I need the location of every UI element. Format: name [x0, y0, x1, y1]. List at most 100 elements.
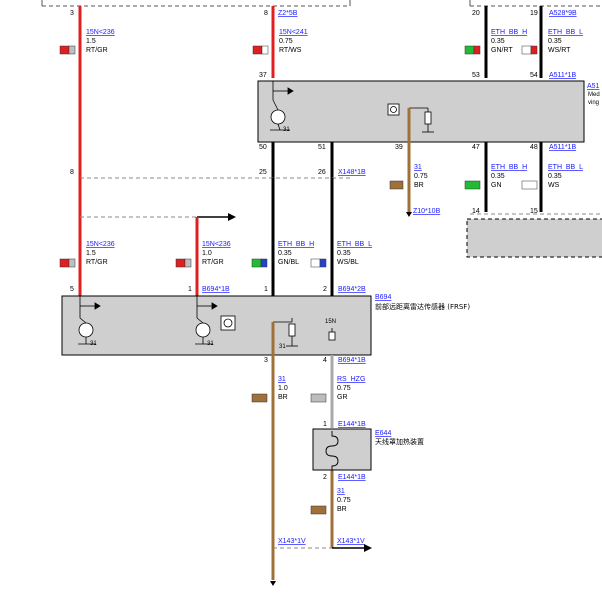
wire-9-color: GN/BL — [278, 259, 299, 266]
wire-13-id[interactable]: 31 — [337, 488, 345, 495]
color-swatch-ws — [521, 180, 538, 190]
b694-pin-1a: 1 — [188, 286, 192, 293]
e644-module-box — [312, 428, 372, 471]
a511-pin-48: 48 — [530, 144, 538, 151]
a511-pin-53: 53 — [472, 72, 480, 79]
wire-5-size: 0.35 — [491, 173, 505, 180]
gnd-31-a511: 31 — [283, 127, 290, 133]
wire-3-color: GN/RT — [491, 47, 513, 54]
wire-6-color: WS — [548, 182, 560, 189]
conn-z2-5b[interactable]: Z2*5B — [278, 10, 298, 17]
top-pin-19: 19 — [530, 10, 538, 17]
wire-31a-size: 0.75 — [414, 173, 428, 180]
b694-id[interactable]: B694 — [375, 294, 391, 301]
color-swatch-rt-gr-2 — [59, 258, 76, 268]
x148-pin-26: 26 — [318, 169, 326, 176]
a511-name-a[interactable]: A51 — [587, 83, 600, 90]
conn-a528-9b[interactable]: A528*9B — [549, 10, 577, 17]
a511-pin-51: 51 — [318, 144, 326, 151]
color-swatch-gn-rt — [464, 45, 481, 55]
a511-ic-icon — [387, 103, 400, 116]
b694-15n-label: 15N — [325, 319, 336, 325]
gnd-31-b694-b: 31 — [207, 341, 214, 347]
gnd-31-b694-a: 31 — [90, 341, 97, 347]
ground-terminal-bottom — [270, 581, 276, 586]
conn-x143-1v-b[interactable]: X143*1V — [337, 538, 365, 545]
a511-pin-39: 39 — [395, 144, 403, 151]
a511-conn-bottom[interactable]: A511*1B — [549, 144, 576, 151]
top-pin-20: 20 — [472, 10, 480, 17]
wire-5-id[interactable]: ETH_BB_H — [491, 164, 527, 171]
pin-15: 15 — [530, 208, 538, 215]
a511-pin-50: 50 — [259, 144, 267, 151]
wire-5-color: GN — [491, 182, 502, 189]
wire-7-color: RT/GR — [86, 259, 108, 266]
color-swatch-rt-gr-3 — [175, 258, 192, 268]
b694-internal-left — [78, 296, 218, 345]
wire-6-id[interactable]: ETH_BB_L — [548, 164, 583, 171]
e644-conn-bottom[interactable]: E144*1B — [338, 474, 366, 481]
a511-conn-top[interactable]: A511*1B — [549, 72, 576, 79]
e644-id[interactable]: E644 — [375, 430, 391, 437]
wire-12-id[interactable]: RS_HZG — [337, 376, 365, 383]
wire-31a-id[interactable]: 31 — [414, 164, 422, 171]
top-boundary — [41, 0, 602, 7]
color-swatch-gn-bl — [251, 258, 268, 268]
wire-13-color: BR — [337, 506, 347, 513]
b694-pin-1b: 1 — [264, 286, 268, 293]
wire-8-id[interactable]: 15N<236 — [202, 241, 231, 248]
b694-pin-3: 3 — [264, 357, 268, 364]
module-right-dashed-box — [466, 218, 602, 258]
wire-1-size: 1.5 — [86, 38, 96, 45]
b694-ic-icon — [220, 315, 236, 331]
e644-pin-1: 1 — [323, 421, 327, 428]
wire-3-id[interactable]: ETH_BB_H — [491, 29, 527, 36]
color-swatch-ws-rt — [521, 45, 538, 55]
wire-4-size: 0.35 — [548, 38, 562, 45]
a511-pin-54: 54 — [530, 72, 538, 79]
wire-9-id[interactable]: ETH_BB_H — [278, 241, 314, 248]
wire-2-id[interactable]: 15N<241 — [279, 29, 308, 36]
wire-7-id[interactable]: 15N<236 — [86, 241, 115, 248]
a511-name-b: Med — [588, 92, 600, 98]
wire-10-id[interactable]: ETH_BB_L — [337, 241, 372, 248]
wire-13-size: 0.75 — [337, 497, 351, 504]
a511-pin-47: 47 — [472, 144, 480, 151]
b694-conn-1b[interactable]: B694*1B — [202, 286, 230, 293]
b694-name: 前部远距离雷达传感器 (FRSF) — [375, 302, 470, 311]
color-swatch-rt-gr-1 — [59, 45, 76, 55]
conn-x143-1v-a[interactable]: X143*1V — [278, 538, 306, 545]
top-pin-3: 3 — [70, 10, 74, 17]
wire-2-size: 0.75 — [279, 38, 293, 45]
top-pin-8: 8 — [264, 10, 268, 17]
x148-pin-25: 25 — [259, 169, 267, 176]
wire-10-color: WS/BL — [337, 259, 359, 266]
e644-conn-top[interactable]: E144*1B — [338, 421, 366, 428]
b694-pin-2: 2 — [323, 286, 327, 293]
color-swatch-ws-bl — [310, 258, 327, 268]
wire-11-size: 1.0 — [278, 385, 288, 392]
color-swatch-br-b — [251, 393, 268, 403]
pin-14: 14 — [472, 208, 480, 215]
b694-pin-4: 4 — [323, 357, 327, 364]
conn-z10-10b[interactable]: Z10*10B — [413, 208, 441, 215]
wire-11-id[interactable]: 31 — [278, 376, 286, 383]
x143-arrow-icon — [364, 544, 372, 552]
gnd-31-b694-c: 31 — [279, 344, 286, 350]
wire-7-size: 1.5 — [86, 250, 96, 257]
b694-internal-right — [273, 318, 336, 347]
wire-12-color: GR — [337, 394, 348, 401]
conn-x148-1b[interactable]: X148*1B — [338, 169, 366, 176]
color-swatch-br-c — [310, 505, 327, 515]
heater-element-icon — [325, 431, 339, 470]
wire-1-id[interactable]: 15N<236 — [86, 29, 115, 36]
b694-module-box — [61, 295, 372, 356]
b694-conn-2b[interactable]: B694*2B — [338, 286, 366, 293]
a511-ground-resistor — [409, 107, 434, 133]
b694-conn-bottom[interactable]: B694*1B — [338, 357, 366, 364]
wire-4-id[interactable]: ETH_BB_L — [548, 29, 583, 36]
wire-4-color: WS/RT — [548, 47, 571, 54]
wire-9-size: 0.35 — [278, 250, 292, 257]
wire-2-color: RT/WS — [279, 47, 302, 54]
a511-internal-circuit — [270, 81, 294, 131]
